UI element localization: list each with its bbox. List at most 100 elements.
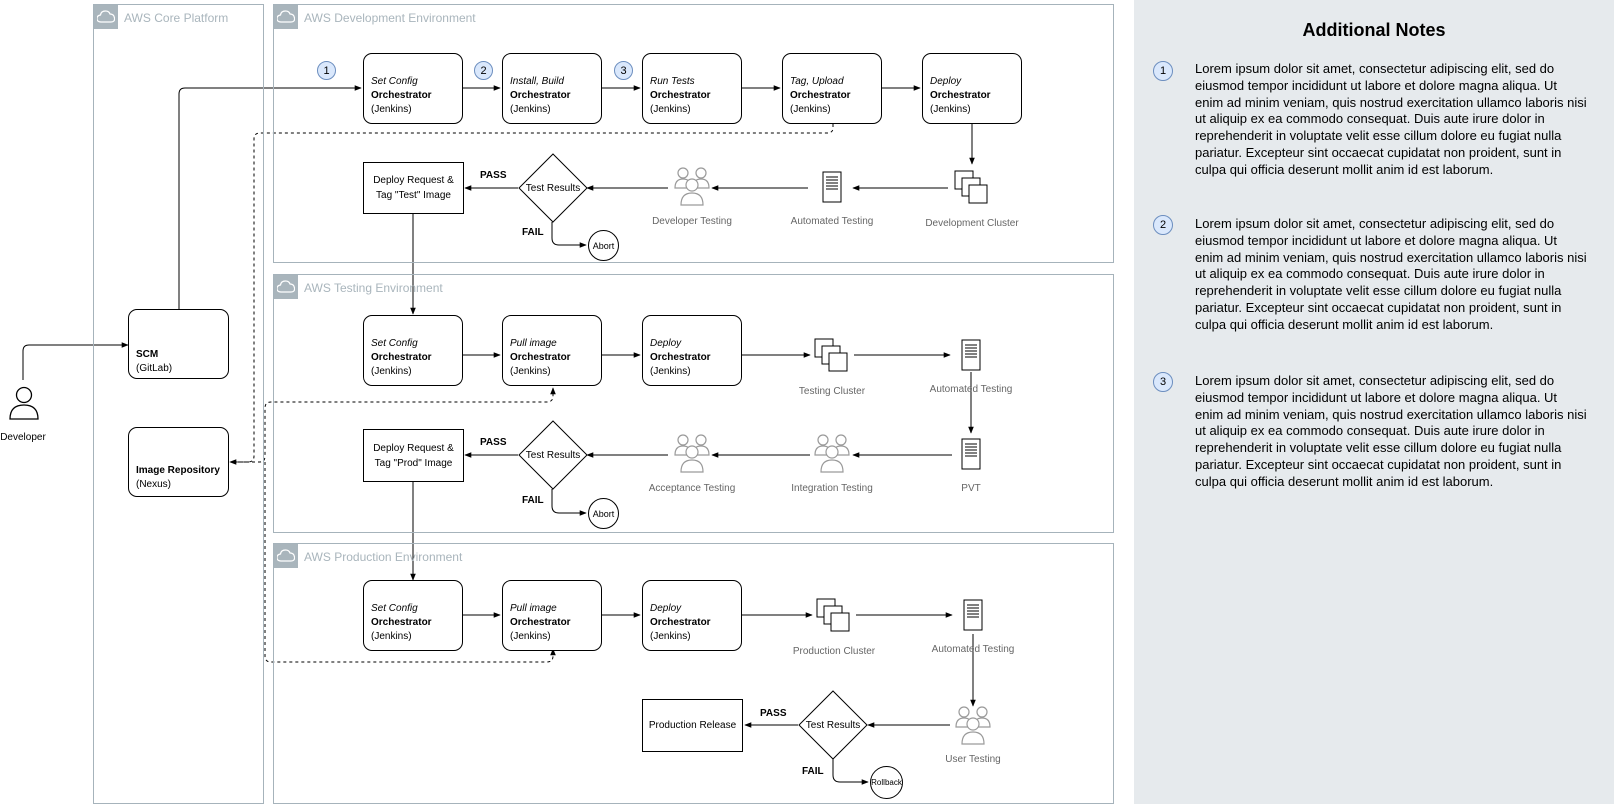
prod-fail-label: FAIL	[802, 766, 824, 777]
test-fail-label: FAIL	[522, 495, 544, 506]
note-badge-3: 3	[1153, 372, 1173, 392]
step-action: Install, Build	[510, 76, 564, 87]
step-action: Pull image	[510, 603, 557, 614]
test-pvt-label: PVT	[961, 483, 981, 494]
node-subtitle: (GitLab)	[136, 363, 173, 374]
group-label: AWS Production Environment	[304, 550, 463, 564]
cloud-icon	[274, 544, 298, 568]
step-tool: (Jenkins)	[510, 366, 551, 377]
step-action: Deploy	[930, 76, 962, 87]
step-tool: (Jenkins)	[510, 104, 551, 115]
developer-label: Developer	[0, 432, 46, 443]
prod-step-pull-image[interactable]: Pull image Orchestrator (Jenkins)	[502, 580, 602, 651]
dev-deploy-request[interactable]: Deploy Request & Tag "Test" Image	[363, 162, 464, 214]
test-pass-label: PASS	[480, 437, 507, 448]
test-step-deploy[interactable]: Deploy Orchestrator (Jenkins)	[642, 315, 742, 386]
step-tool: (Jenkins)	[371, 631, 412, 642]
node-subtitle: (Nexus)	[136, 479, 172, 490]
users-icon	[674, 167, 710, 206]
users-icon	[674, 434, 710, 473]
scm-node[interactable]: SCM (GitLab)	[128, 309, 229, 379]
step-role: Orchestrator	[650, 352, 711, 363]
step-role: Orchestrator	[930, 90, 991, 101]
group-core: AWS Core Platform	[93, 4, 264, 804]
group-prod: AWS Production Environment	[273, 543, 1114, 804]
prod-user-label: User Testing	[945, 754, 1001, 765]
step-tool: (Jenkins)	[930, 104, 971, 115]
decision-label: Test Results	[525, 182, 581, 194]
test-integration-label: Integration Testing	[791, 483, 873, 494]
prod-cluster-label: Production Cluster	[792, 646, 876, 657]
step-role: Orchestrator	[510, 352, 571, 363]
dev-step-deploy[interactable]: Deploy Orchestrator (Jenkins)	[922, 53, 1022, 124]
step-tool: (Jenkins)	[371, 366, 412, 377]
edge-prod-decision-rollback	[832, 759, 869, 785]
test-abort-node[interactable]: Abort	[588, 498, 619, 529]
prod-release-node[interactable]: Production Release	[642, 699, 743, 752]
server-icon	[963, 599, 983, 631]
test-deploy-request[interactable]: Deploy Request & Tag "Prod" Image	[363, 429, 464, 482]
prod-pass-label: PASS	[760, 708, 787, 719]
prod-automated-label: Automated Testing	[931, 644, 1015, 655]
dev-decision[interactable]: Test Results	[518, 153, 588, 223]
test-automated-label: Automated Testing	[929, 384, 1013, 395]
prod-decision[interactable]: Test Results	[798, 690, 868, 760]
dev-step-install-build[interactable]: Install, Build Orchestrator (Jenkins)	[502, 53, 602, 124]
edge-test-decision-abort	[551, 489, 587, 516]
test-step-pull-image[interactable]: Pull image Orchestrator (Jenkins)	[502, 315, 602, 386]
step-action: Set Config	[371, 603, 418, 614]
group-label: AWS Core Platform	[124, 11, 229, 25]
step-badge-1: 1	[317, 61, 336, 80]
cloud-icon	[274, 275, 298, 299]
prod-step-deploy[interactable]: Deploy Orchestrator (Jenkins)	[642, 580, 742, 651]
request-line: Deploy Request &	[373, 442, 454, 454]
step-badge-3: 3	[614, 61, 633, 80]
step-role: Orchestrator	[510, 617, 571, 628]
test-decision[interactable]: Test Results	[518, 420, 588, 490]
dev-pass-label: PASS	[480, 170, 507, 181]
test-step-set-config[interactable]: Set Config Orchestrator (Jenkins)	[363, 315, 463, 386]
note-badge-1: 1	[1153, 61, 1173, 81]
server-icon	[961, 339, 981, 371]
note-text-3: Lorem ipsum dolor sit amet, consectetur …	[1195, 373, 1587, 489]
image-repository-node[interactable]: Image Repository (Nexus)	[128, 427, 229, 497]
dev-abort-node[interactable]: Abort	[588, 230, 619, 261]
group-label: AWS Development Environment	[304, 11, 476, 25]
dev-step-set-config[interactable]: Set Config Orchestrator (Jenkins)	[363, 53, 463, 124]
dev-step-run-tests[interactable]: Run Tests Orchestrator (Jenkins)	[642, 53, 742, 124]
prod-rollback-node[interactable]: Rollback	[870, 766, 903, 799]
step-tool: (Jenkins)	[650, 631, 691, 642]
cloud-icon	[94, 5, 118, 29]
step-role: Orchestrator	[510, 90, 571, 101]
notes-panel: Additional Notes 1 Lorem ipsum dolor sit…	[1134, 0, 1614, 804]
dev-step-tag-upload[interactable]: Tag, Upload Orchestrator (Jenkins)	[782, 53, 882, 124]
step-action: Deploy	[650, 603, 682, 614]
test-acceptance-label: Acceptance Testing	[648, 483, 736, 494]
users-icon	[814, 434, 850, 473]
request-line: Deploy Request &	[373, 175, 454, 186]
edge-dev-decision-abort	[551, 222, 587, 248]
note-text-2: Lorem ipsum dolor sit amet, consectetur …	[1195, 216, 1587, 332]
edge-developer-scm	[22, 342, 129, 380]
step-role: Orchestrator	[371, 90, 432, 101]
request-line: Tag "Test" Image	[376, 190, 451, 201]
step-role: Orchestrator	[790, 90, 851, 101]
dev-fail-label: FAIL	[522, 227, 544, 238]
users-icon	[955, 706, 991, 745]
release-label: Production Release	[648, 720, 737, 731]
step-role: Orchestrator	[650, 617, 711, 628]
server-icon	[822, 171, 842, 203]
node-title: Image Repository	[136, 465, 220, 476]
dev-people-label: Developer Testing	[652, 216, 732, 227]
test-cluster-label: Testing Cluster	[798, 386, 866, 397]
prod-step-set-config[interactable]: Set Config Orchestrator (Jenkins)	[363, 580, 463, 651]
cluster-icon	[954, 170, 988, 204]
dev-cluster-label: Development Cluster	[925, 218, 1019, 229]
dev-automated-label: Automated Testing	[790, 216, 874, 227]
step-role: Orchestrator	[650, 90, 711, 101]
step-tool: (Jenkins)	[650, 104, 691, 115]
edge-upload-repo	[229, 124, 834, 465]
step-tool: (Jenkins)	[510, 631, 551, 642]
step-action: Set Config	[371, 76, 418, 87]
